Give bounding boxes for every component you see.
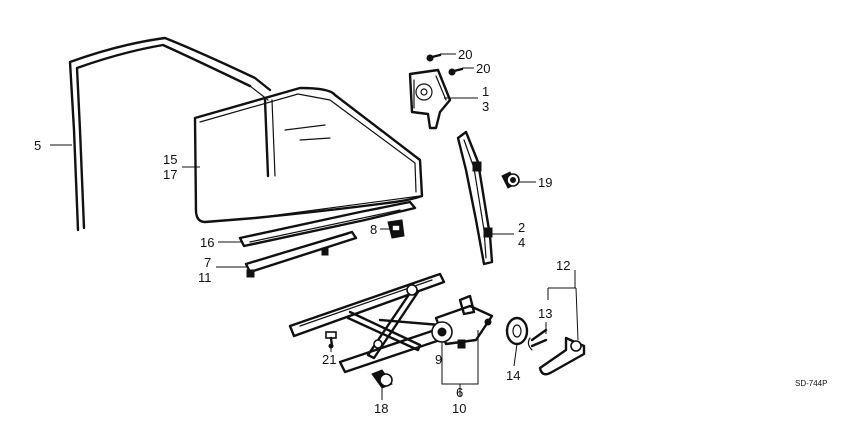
- screw-icon: [448, 67, 464, 76]
- callout-13: 13: [538, 306, 552, 321]
- callout-9: 9: [435, 352, 442, 367]
- screw-icon: [426, 53, 442, 62]
- bolt-icon: [371, 369, 393, 389]
- callout-10: 10: [452, 401, 466, 416]
- window-handle-part: [527, 328, 586, 376]
- callout-12: 12: [556, 258, 570, 273]
- mirror-bracket-part: [408, 68, 452, 130]
- diagram-code: SD-744P: [795, 379, 827, 388]
- clip-part: [387, 219, 405, 239]
- callout-1: 1: [482, 84, 489, 99]
- callout-4: 4: [518, 235, 525, 250]
- leader-lines: [50, 53, 579, 400]
- callout-14: 14: [506, 368, 520, 383]
- callout-7: 7: [204, 255, 211, 270]
- callout-18: 18: [374, 401, 388, 416]
- callout-3: 3: [482, 99, 489, 114]
- callout-16: 16: [200, 235, 214, 250]
- callout-11: 11: [198, 270, 212, 285]
- sash-channel-part: [244, 230, 358, 278]
- callout-21: 21: [322, 352, 336, 367]
- callout-labels: 1 2 3 4 5 6 7 8 9 10 11 12 13 14 15 16 1…: [34, 47, 827, 416]
- callout-17: 17: [163, 167, 177, 182]
- callout-8: 8: [370, 222, 377, 237]
- rear-channel-part: [456, 130, 494, 266]
- callout-19: 19: [538, 175, 552, 190]
- bolt-icon: [501, 171, 520, 189]
- bolt-icon: [325, 331, 337, 349]
- callout-2: 2: [518, 220, 525, 235]
- run-channel-part: [68, 36, 272, 232]
- window-regulator-part: [288, 272, 494, 374]
- glass-channel-part: [238, 200, 417, 248]
- callout-15: 15: [163, 152, 177, 167]
- door-glass-part: [193, 86, 424, 224]
- escutcheon-part: [505, 316, 529, 346]
- callout-6: 6: [456, 385, 463, 400]
- callout-5: 5: [34, 138, 41, 153]
- callout-20b: 20: [476, 61, 490, 76]
- callout-20a: 20: [458, 47, 472, 62]
